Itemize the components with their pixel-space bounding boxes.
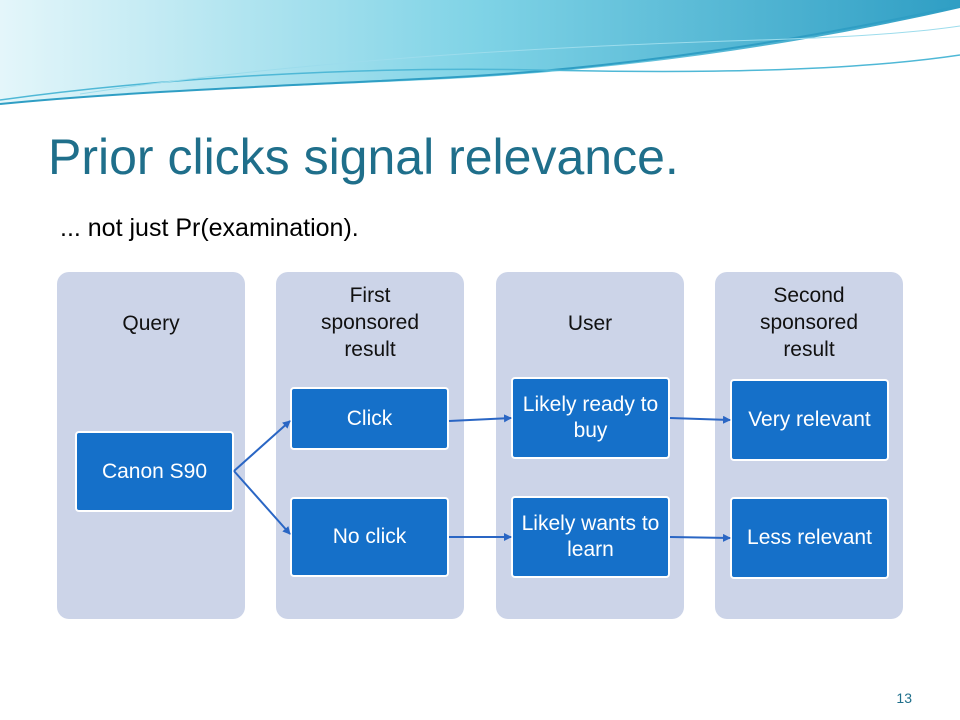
node-likely-wants-to-learn: Likely wants to learn xyxy=(511,496,670,578)
header-wave-decoration xyxy=(0,0,960,105)
node-likely-ready-to-buy: Likely ready to buy xyxy=(511,377,670,459)
node-less-relevant-label: Less relevant xyxy=(747,526,872,549)
slide-title: Prior clicks signal relevance. xyxy=(48,129,679,185)
node-very-relevant-label: Very relevant xyxy=(748,408,871,431)
node-less-relevant: Less relevant xyxy=(730,497,889,579)
column-heading-first-sponsored-result: First sponsored result xyxy=(320,284,420,361)
node-click-label: Click xyxy=(346,406,393,430)
node-no-click: No click xyxy=(290,497,449,577)
column-heading-second-sponsored-result: Second sponsored result xyxy=(759,284,859,361)
node-very-relevant: Very relevant xyxy=(730,379,889,461)
column-heading-user: User xyxy=(567,312,613,335)
node-likely-wants-to-learn-label: Likely wants to learn xyxy=(521,512,660,561)
node-likely-ready-to-buy-label: Likely ready to buy xyxy=(522,393,659,442)
node-canon-s90: Canon S90 xyxy=(75,431,234,512)
page-number: 13 xyxy=(896,690,912,706)
slide-subtitle: ... not just Pr(examination). xyxy=(60,214,359,242)
node-click: Click xyxy=(290,387,449,450)
node-no-click-label: No click xyxy=(332,525,407,548)
node-canon-s90-label: Canon S90 xyxy=(101,459,208,483)
column-heading-query: Query xyxy=(122,312,180,335)
